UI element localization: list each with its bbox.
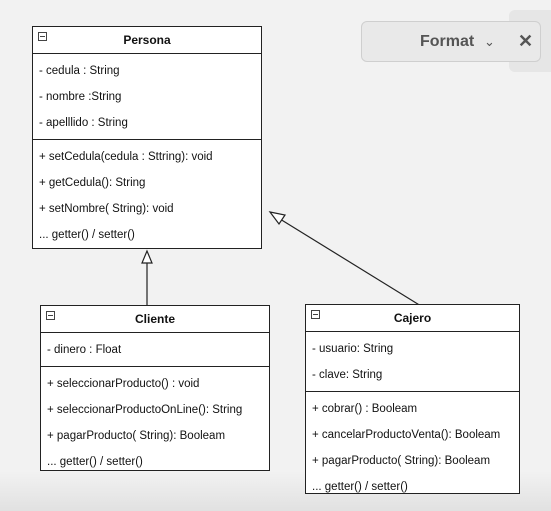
attribute-row[interactable]: - nombre :String — [39, 91, 122, 103]
method-row[interactable]: + setCedula(cedula : Sttring): void — [39, 151, 213, 163]
method-row[interactable]: ... getter() / setter() — [312, 481, 408, 493]
attribute-row[interactable]: - apelllido : String — [39, 117, 128, 129]
class-cajero-methods: + cobrar() : Booleam + cancelarProductoV… — [306, 391, 519, 503]
class-cliente-name: Cliente — [134, 312, 175, 326]
class-cliente-methods: + seleccionarProducto() : void + selecci… — [41, 366, 269, 478]
class-persona-methods: + setCedula(cedula : Sttring): void + ge… — [33, 139, 261, 251]
class-persona-attributes: - cedula : String - nombre :String - ape… — [33, 54, 261, 139]
class-cliente[interactable]: Cliente - dinero : Float + seleccionarPr… — [40, 305, 270, 471]
method-row[interactable]: + cobrar() : Booleam — [312, 403, 418, 415]
method-row[interactable]: ... getter() / setter() — [39, 229, 135, 241]
chevron-down-icon[interactable]: ⌄ — [484, 34, 495, 49]
attribute-row[interactable]: - dinero : Float — [47, 344, 122, 356]
collapse-icon[interactable] — [38, 32, 47, 41]
method-row[interactable]: ... getter() / setter() — [47, 456, 143, 468]
collapse-icon[interactable] — [311, 310, 320, 319]
class-cliente-attributes: - dinero : Float — [41, 333, 269, 366]
generalization-arrowhead-cajero — [268, 211, 286, 226]
attribute-row[interactable]: - clave: String — [312, 369, 383, 381]
collapse-icon[interactable] — [46, 311, 55, 320]
generalization-line-cajero[interactable] — [279, 218, 422, 307]
class-persona[interactable]: Persona - cedula : String - nombre :Stri… — [32, 26, 262, 249]
format-label[interactable]: Format — [420, 33, 475, 50]
close-icon[interactable]: ✕ — [518, 31, 534, 51]
class-persona-header: Persona — [33, 27, 261, 54]
method-row[interactable]: + pagarProducto( String): Booleam — [312, 455, 491, 467]
attribute-row[interactable]: - usuario: String — [312, 343, 394, 355]
class-persona-name: Persona — [123, 33, 171, 47]
format-panel: Format ⌄ ✕ — [361, 21, 541, 62]
class-cajero[interactable]: Cajero - usuario: String - clave: String… — [305, 304, 520, 494]
attribute-row[interactable]: - cedula : String — [39, 65, 120, 77]
method-row[interactable]: + cancelarProductoVenta(): Booleam — [312, 429, 501, 441]
class-cliente-header: Cliente — [41, 306, 269, 333]
class-cajero-attributes: - usuario: String - clave: String — [306, 332, 519, 391]
class-cajero-header: Cajero — [306, 305, 519, 332]
method-row[interactable]: + seleccionarProductoOnLine(): String — [47, 404, 243, 416]
method-row[interactable]: + seleccionarProducto() : void — [47, 378, 200, 390]
generalization-arrowhead-cliente — [141, 249, 153, 264]
class-cajero-name: Cajero — [393, 311, 432, 325]
method-row[interactable]: + pagarProducto( String): Booleam — [47, 430, 226, 442]
method-row[interactable]: + setNombre( String): void — [39, 203, 174, 215]
method-row[interactable]: + getCedula(): String — [39, 177, 146, 189]
